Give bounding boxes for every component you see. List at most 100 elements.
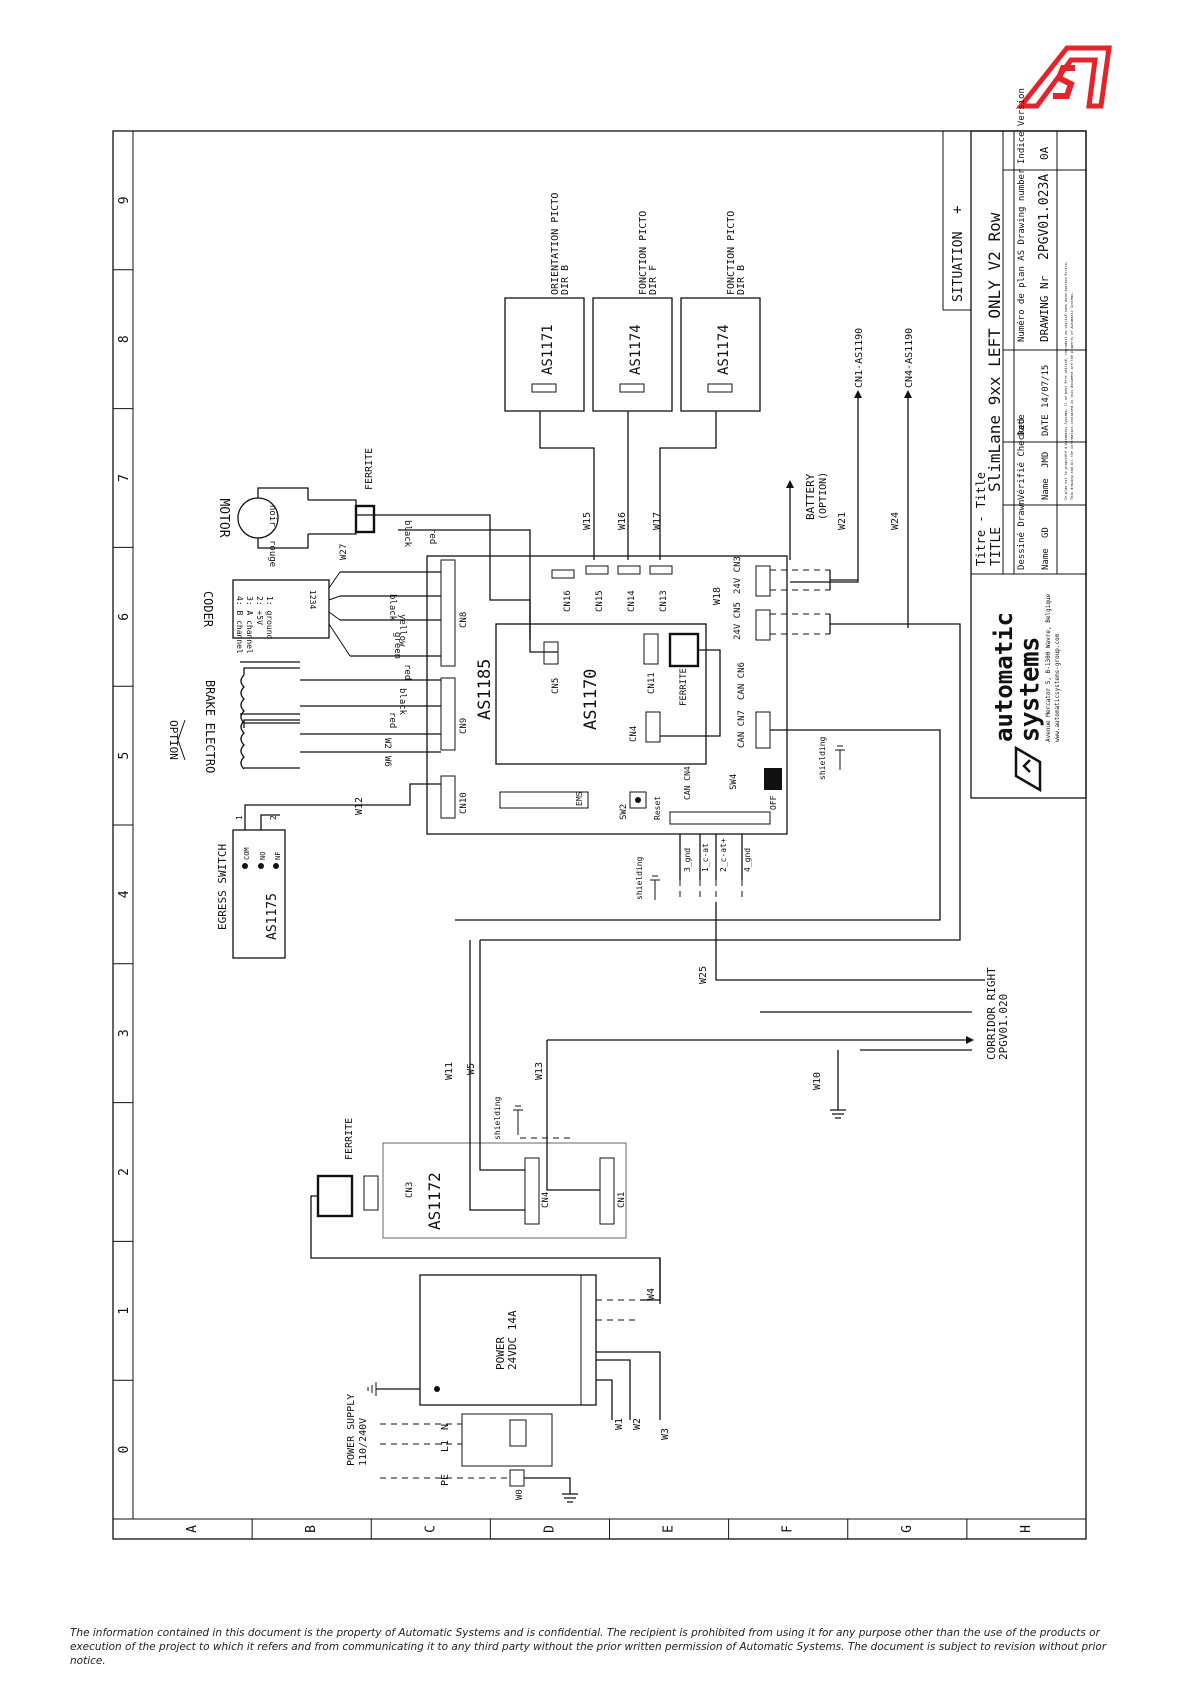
column-index-1: 1 [117, 1307, 132, 1315]
column-index-9: 9 [117, 196, 132, 204]
column-index-5: 5 [117, 752, 132, 760]
version-label: Indice Version [1017, 88, 1027, 164]
off-label: OFF [769, 795, 778, 810]
connector-cn14: CN14 [627, 590, 637, 612]
company-website: www.automaticsystems-group.com [1054, 633, 1061, 742]
wire-w17: W17 [652, 512, 663, 530]
board-as1185: AS1185 CN16 CN15 CN14 CN13 W15 W16 W17 W… [426, 512, 961, 941]
row-index-F: F [781, 1525, 796, 1533]
row-index-A: A [185, 1525, 200, 1533]
company-name-1: automatic [990, 612, 1018, 742]
v24-cn3: 24V CN3 [733, 556, 743, 594]
wire-color-black-brake: black [397, 688, 407, 716]
column-index-3: 3 [117, 1029, 132, 1037]
brake-label: BRAKE [203, 680, 217, 716]
can-cn6: CAN CN6 [737, 662, 747, 700]
sw4-label: SW4 [729, 774, 739, 790]
connector-cn10: CN10 [459, 792, 469, 814]
egress-switch-group: EGRESS SWITCH AS1175 COM NO NF 1 2 W12 [216, 783, 441, 959]
coder-line-3: 2: +5V [255, 596, 264, 625]
motor-rouge: rouge [267, 540, 277, 567]
drawing-title: SlimLane 9xx LEFT ONLY V2 Row [985, 212, 1004, 492]
picto-code-3: AS1174 [716, 324, 732, 375]
egress-com: COM [243, 847, 251, 860]
column-index-0: 0 [117, 1446, 132, 1454]
connector-cn16: CN16 [563, 590, 573, 612]
wire-color-green: green [392, 632, 402, 659]
shielding-1: shielding [635, 856, 644, 900]
reset-label: Reset [653, 796, 662, 820]
board-as1170: AS1170 CN5 CN11 FERRITE CN4 CAN CN6 CAN … [398, 529, 941, 921]
column-index-7: 7 [117, 474, 132, 482]
picto-label-3: FONCTION PICTO [726, 211, 737, 295]
wire-w11: W11 [444, 1062, 455, 1080]
coder-line-4: 1: ground [265, 596, 274, 640]
coder-pins: 1234 [308, 590, 317, 609]
mains-supply: POWER SUPPLY 110/240V N L1 PE W0 [346, 1394, 578, 1503]
cn4-ref: CN4-AS1190 [904, 328, 915, 388]
ferrite-motor: FERRITE [364, 448, 375, 490]
drawing-number: 2PGV01.023A [1037, 174, 1052, 260]
picto-group: AS1171 ORIENTATION PICTO DIR B AS1174 FO… [504, 193, 761, 560]
wire-color-black-motor: black [402, 520, 412, 548]
can-pin-1: 3_gnd [683, 848, 692, 872]
column-index-2: 2 [117, 1168, 132, 1176]
automatic-systems-logo-icon [1015, 45, 1112, 109]
picto-label-1: ORIENTATION PICTO [550, 193, 561, 295]
connector-cn15: CN15 [595, 590, 605, 612]
egress-pin-2: 2 [269, 815, 278, 820]
corridor-label: CORRIDOR RIGHT [985, 967, 998, 1060]
connector-cn4: CN4 [629, 726, 639, 742]
wire-color-black-coder: black [387, 594, 397, 622]
board-as1172: AS1172 CN3 CN4 CN1 FERRITE W11 W5 W13 sh… [310, 940, 661, 1304]
wire-w27: W27 [339, 544, 349, 560]
v24-cn5: 24V CN5 [733, 602, 743, 640]
row-index-G: G [900, 1525, 915, 1533]
ems-label: EMS [575, 791, 584, 806]
wire-w2-electro: W2 [382, 738, 392, 749]
wire-w1: W1 [614, 1418, 625, 1430]
titre-label: Titre - Title [974, 472, 988, 566]
situation-mark: + [950, 206, 966, 214]
ferrite-as1172: FERRITE [344, 1118, 355, 1160]
column-index-6: 6 [117, 613, 132, 621]
column-index-4: 4 [117, 890, 132, 898]
terminal-pe: PE [440, 1474, 451, 1486]
power-label: POWER [494, 1337, 507, 1370]
wire-w18: W18 [712, 587, 723, 605]
drawing-border [112, 130, 1087, 1540]
checked-label: Vérifié Checked [1016, 419, 1027, 500]
wire-color-red-coder: red [402, 664, 412, 680]
as1172-cn1: CN1 [617, 1192, 627, 1208]
connector-cn9: CN9 [459, 718, 469, 734]
date-value: 14/07/15 [1041, 365, 1051, 408]
as1172-cn4: CN4 [541, 1192, 551, 1208]
shielding-3: shielding [493, 1096, 502, 1140]
title-block: SITUATION + Titre - Title TITLE SlimLane… [942, 88, 1087, 799]
egress-no: NO [259, 852, 267, 860]
row-index-D: D [542, 1525, 557, 1533]
option-label: OPTION [167, 720, 180, 760]
wire-color-yellow: yellow [397, 614, 407, 647]
row-index-C: C [423, 1525, 438, 1533]
wire-w4: W4 [646, 1288, 657, 1300]
date-label: Date [1017, 414, 1027, 436]
drawing-tag: DRAWING Nr [1038, 275, 1051, 342]
motor-noir: noir [267, 505, 277, 527]
picto-dir-2: DIR F [648, 265, 659, 295]
can-cn4: CAN CN4 [683, 766, 692, 800]
motor-label: MOTOR [216, 498, 231, 537]
board-as1170-label: AS1170 [581, 669, 601, 730]
can-pin-2: 1_c-at [701, 843, 710, 872]
connector-cn11: CN11 [647, 672, 657, 694]
power-unit: POWER 24VDC 14A W4 W1 W2 W3 [367, 1258, 671, 1440]
wire-w6-electro: W6 [382, 756, 392, 767]
date-tag: DATE [1041, 414, 1051, 436]
column-index-8: 8 [117, 335, 132, 343]
egress-pin-1: 1 [235, 815, 244, 820]
picto-code-2: AS1174 [628, 324, 644, 375]
checked-name-label: Name [1041, 478, 1051, 500]
coder-box [232, 579, 330, 639]
